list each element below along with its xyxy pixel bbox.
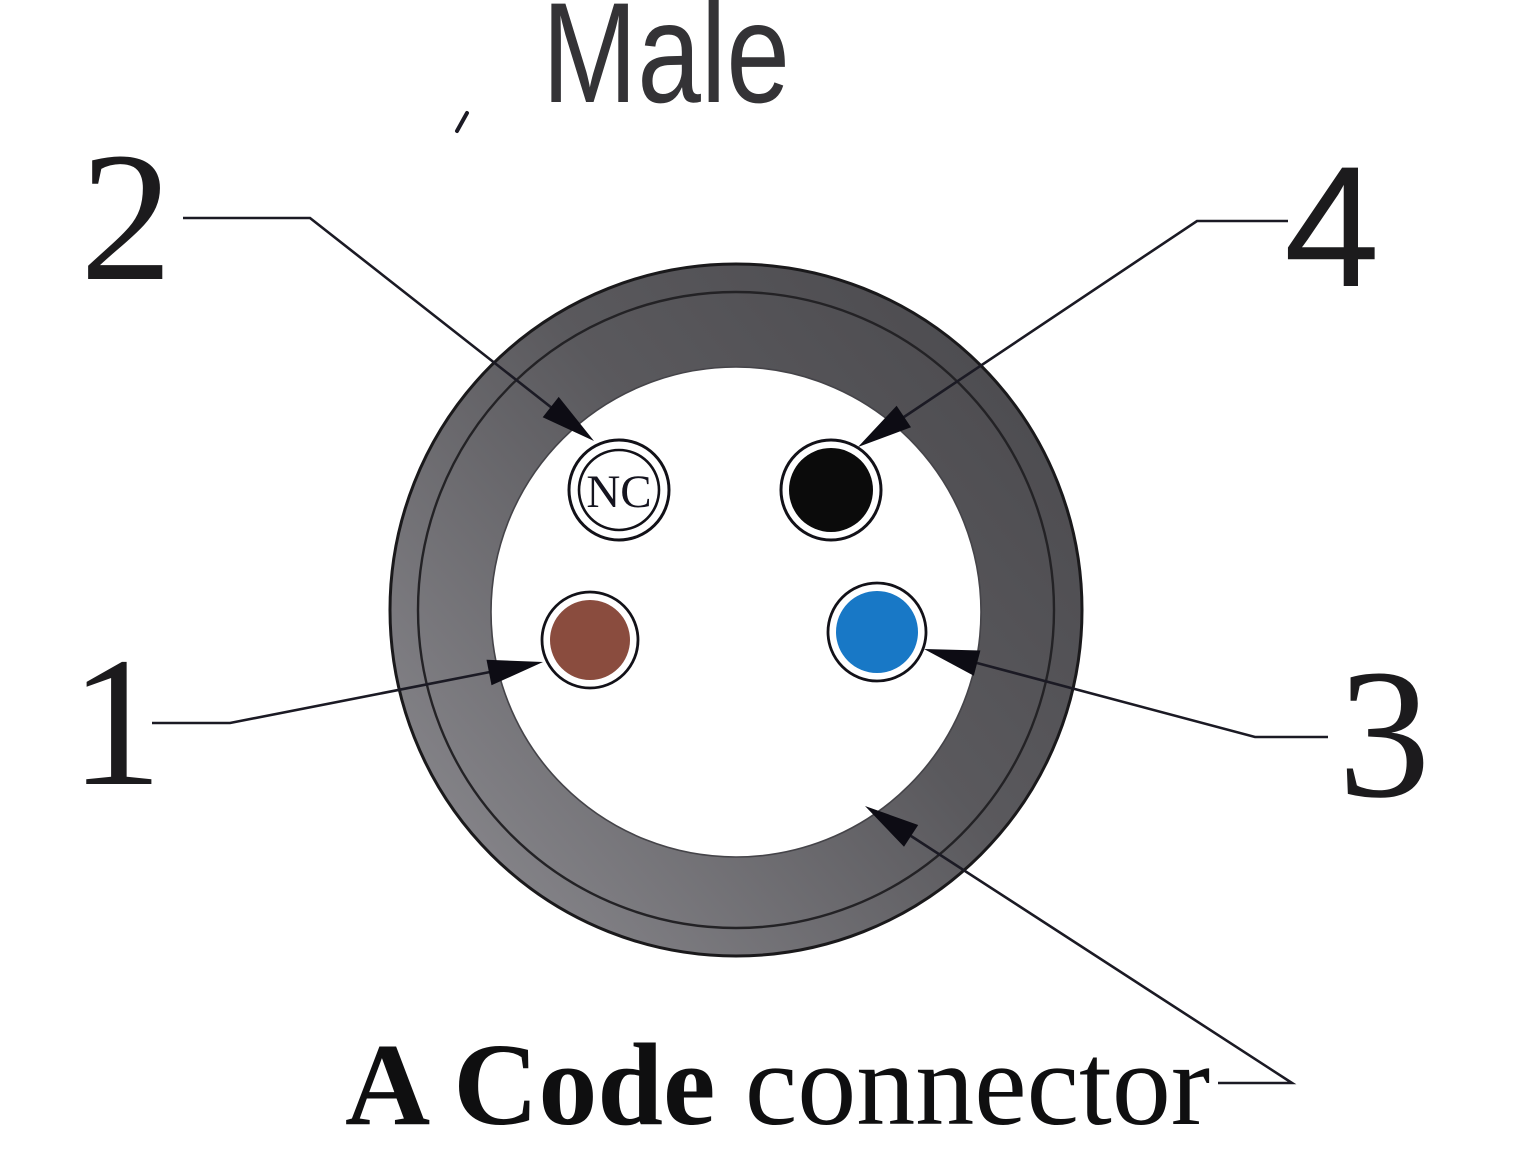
pin-3-blue <box>826 581 928 683</box>
pin-2-nc: NC <box>567 438 671 542</box>
leader-line-pin3 <box>976 661 1328 739</box>
leader-line-pin4 <box>903 219 1288 419</box>
diagram-title: Male <box>542 0 790 133</box>
pin-1-brown <box>540 590 640 690</box>
pin-2-nc-label: NC <box>586 466 651 518</box>
arrowhead-pin1-icon <box>486 659 543 686</box>
pin-label-2: 2 <box>80 115 173 320</box>
caption-bold: A Code <box>345 1019 716 1150</box>
stray-mark <box>455 111 469 133</box>
pin-4-contact <box>789 448 873 532</box>
pin-label-1: 1 <box>70 620 163 825</box>
leader-line-pin2 <box>183 216 553 410</box>
leader-line-pin1 <box>152 670 491 725</box>
arrowhead-caption-icon <box>865 806 919 847</box>
connector-inner-ring <box>416 290 1056 930</box>
pin-1-contact <box>550 600 630 680</box>
pin-3-contact <box>836 591 918 673</box>
pin-label-3: 3 <box>1338 632 1431 837</box>
pin-label-4: 4 <box>1284 131 1380 323</box>
caption: A Code connector <box>345 1026 1210 1144</box>
caption-regular: connector <box>715 1019 1211 1150</box>
arrowhead-pin3-icon <box>924 649 981 676</box>
arrowhead-pin2-icon <box>542 396 594 441</box>
leader-line-caption <box>910 834 1297 1085</box>
pin-4-black <box>779 438 883 542</box>
pin-2-inner-circle <box>577 448 661 532</box>
arrowhead-pin4-icon <box>858 405 911 447</box>
